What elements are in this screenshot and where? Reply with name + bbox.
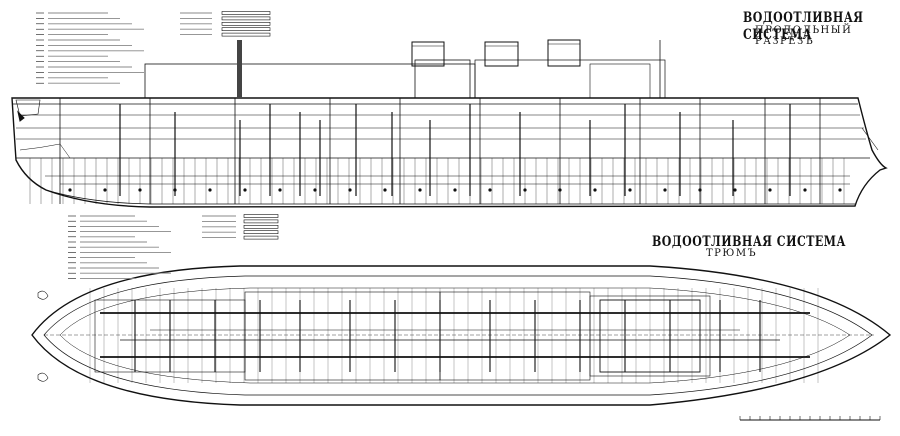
valve-symbol [523, 188, 527, 192]
funnel-1 [411, 41, 445, 67]
valve-symbol [68, 188, 72, 192]
funnel-3 [547, 39, 581, 67]
legend-block-bottom-center [202, 213, 292, 243]
valve-symbol [418, 188, 422, 192]
superstructure [144, 63, 476, 99]
legend-pattern [221, 21, 271, 26]
legend-pattern [221, 32, 271, 37]
legend-block-bottom [68, 213, 183, 283]
valve-symbol [803, 188, 807, 192]
valve-symbol [208, 188, 212, 192]
valve-symbol [628, 188, 632, 192]
legend-block-top-center [178, 10, 288, 40]
drawing-title-top: ВОДООТЛИВНАЯ СИСТЕМА [743, 9, 864, 43]
hold-plan [31, 265, 892, 406]
funnel-2 [484, 41, 519, 67]
valve-symbol [838, 188, 842, 192]
longitudinal-section [11, 39, 888, 208]
drawing-details [29, 11, 881, 421]
valve-symbol [173, 188, 177, 192]
legend-block-top [34, 10, 149, 85]
valve-symbol [138, 188, 142, 192]
legend-pattern [243, 214, 279, 218]
mast-fore [237, 40, 242, 98]
valve-symbol [768, 188, 772, 192]
legend-pattern [243, 230, 279, 234]
valve-symbol [558, 188, 562, 192]
valve-symbol [453, 188, 457, 192]
valve-symbol [348, 188, 352, 192]
legend-pattern [221, 16, 271, 21]
legend-pattern [243, 235, 279, 240]
valve-symbol [698, 188, 702, 192]
valve-symbol [313, 188, 317, 192]
drawing-subtitle-top: ПРОДОЛЬНЫЙ РАЗРЕЗЪ [755, 25, 853, 47]
hull-outline-side [11, 97, 888, 208]
valve-symbol [383, 188, 387, 192]
legend-pattern [221, 11, 271, 15]
valve-symbol [663, 188, 667, 192]
valve-symbol [243, 188, 247, 192]
hull-outline-plan [31, 265, 892, 406]
valve-symbol [488, 188, 492, 192]
legend-pattern [221, 27, 271, 32]
legend-pattern [243, 219, 279, 224]
valve-symbol [733, 188, 737, 192]
keel-line [45, 189, 855, 205]
valve-symbol [278, 188, 282, 192]
valve-symbol [103, 188, 107, 192]
valve-symbol [593, 188, 597, 192]
drawing-subtitle-bottom: ТРЮМЪ [706, 248, 758, 259]
legend-pattern [243, 225, 279, 229]
drawing-title-bottom: ВОДООТЛИВНАЯ СИСТЕМА [652, 233, 846, 250]
